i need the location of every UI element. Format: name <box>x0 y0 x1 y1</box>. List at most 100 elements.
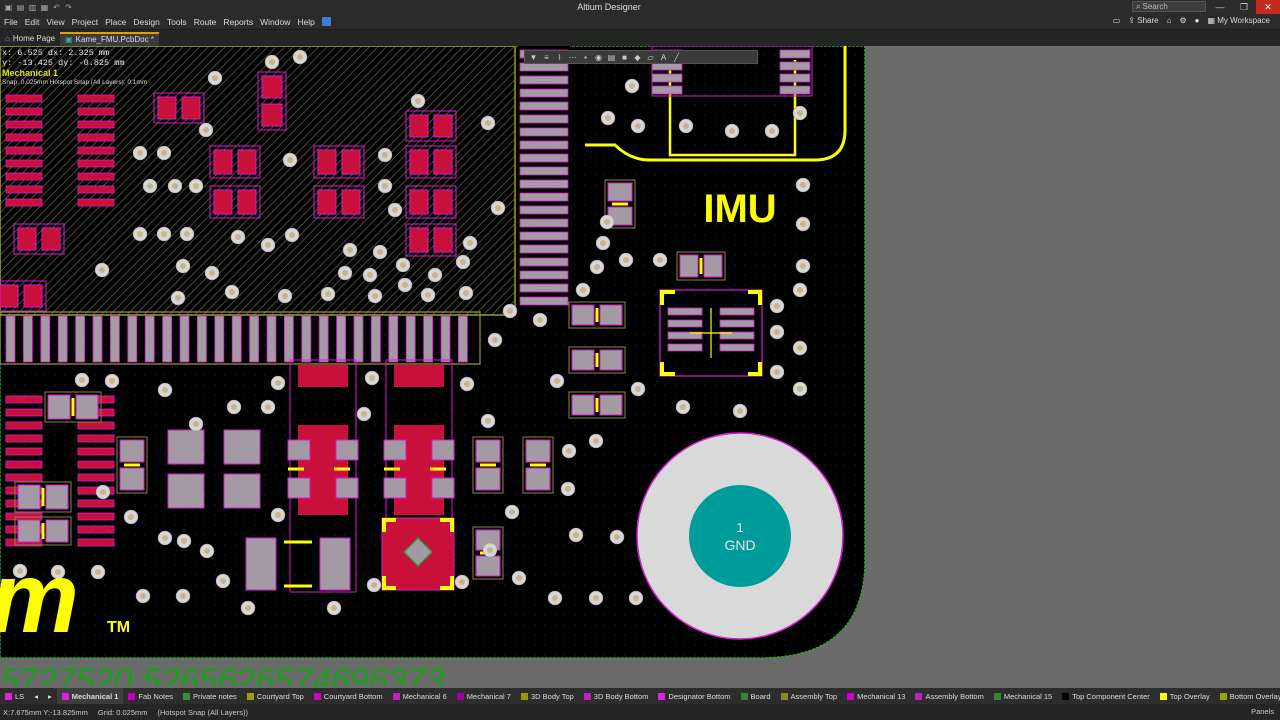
place-fill-icon[interactable]: ■ <box>622 52 627 62</box>
redo-icon[interactable]: ↷ <box>65 2 72 12</box>
via-hole <box>162 535 168 541</box>
smd-pad <box>77 434 115 443</box>
layer-scroll-right-button[interactable]: ▸ <box>47 691 52 701</box>
layer-tab[interactable]: Top Overlay <box>1155 688 1215 704</box>
smd-pad <box>341 189 361 215</box>
diff-pair-icon[interactable]: ⋯ <box>568 52 577 62</box>
smd-pad <box>213 149 233 175</box>
tab-pcb-document[interactable]: ▣ Kame_FMU.PcbDoc * <box>60 32 159 46</box>
menu-place[interactable]: Place <box>105 16 127 27</box>
connector-pin <box>144 315 155 363</box>
smd-pad <box>77 172 115 181</box>
workspace-button[interactable]: ▦ My Workspace <box>1207 16 1270 25</box>
close-button[interactable]: ✕ <box>1256 0 1280 14</box>
menu-help[interactable]: Help <box>297 16 315 27</box>
via-hole <box>325 291 331 297</box>
interactive-routing-icon[interactable]: ⌇ <box>557 52 562 62</box>
new-file-icon[interactable]: ▣ <box>4 2 13 12</box>
minimize-button[interactable]: — <box>1215 2 1225 12</box>
layer-scroll-left-button[interactable]: ◂ <box>34 691 38 701</box>
notifications-icon[interactable]: ▭ <box>1112 16 1121 25</box>
menu-reports[interactable]: Reports <box>223 16 254 27</box>
filter-icon[interactable]: ▼ <box>529 52 538 62</box>
via-hole <box>289 232 295 238</box>
footprint-outline <box>604 179 636 229</box>
smd-pad <box>181 96 201 120</box>
menu-file[interactable]: File <box>4 16 18 27</box>
panels-button[interactable]: Panels <box>1251 707 1274 716</box>
smd-pad <box>433 227 453 253</box>
layer-tab-label: Mechanical 7 <box>466 691 511 701</box>
save-icon[interactable]: ▤ <box>16 2 25 12</box>
layer-tab[interactable]: 3D Body Bottom <box>579 688 654 704</box>
layer-tab[interactable]: Courtyard Bottom <box>309 688 388 704</box>
place-region-icon[interactable]: ◆ <box>634 52 641 62</box>
smd-pad <box>431 439 455 461</box>
layer-tab[interactable]: Mechanical 1 <box>56 688 124 704</box>
layer-tab[interactable]: Bottom Overlay <box>1215 688 1280 704</box>
menu-edit[interactable]: Edit <box>24 16 40 27</box>
pcb-canvas[interactable]: IMU 1 GND m TM 5727520 5265626574696373 <box>0 46 1280 686</box>
menu-window[interactable]: Window <box>260 16 291 27</box>
via-hole <box>382 152 388 158</box>
share-button[interactable]: ⇪ Share <box>1128 16 1159 25</box>
place-line-icon[interactable]: ╱ <box>674 52 679 62</box>
place-pad-icon[interactable]: ▤ <box>607 52 616 62</box>
via-hole <box>162 387 168 393</box>
ic-pad <box>519 244 569 254</box>
layer-tab[interactable]: Board <box>736 688 776 704</box>
menu-route[interactable]: Route <box>193 16 217 27</box>
via-hole <box>737 408 743 414</box>
search-input[interactable]: ⌕ Search <box>1132 1 1206 12</box>
layer-tab[interactable]: Fab Notes <box>123 688 178 704</box>
home-icon[interactable]: ⌂ <box>1166 16 1172 25</box>
app-settings-icon[interactable] <box>321 17 331 26</box>
layer-set-label: LS <box>15 691 25 701</box>
menu-project[interactable]: Project <box>71 16 99 27</box>
layer-tab[interactable]: Private notes <box>178 688 242 704</box>
via-hole <box>492 337 498 343</box>
connector-pin <box>127 315 138 363</box>
layer-tab[interactable]: Assembly Bottom <box>910 688 988 704</box>
search-label: Search <box>1142 2 1168 11</box>
open-icon[interactable]: ▦ <box>40 2 49 12</box>
user-icon[interactable]: ● <box>1194 16 1200 25</box>
smd-pad <box>45 519 69 543</box>
via-hole <box>203 127 209 133</box>
place-component-icon[interactable]: ▪ <box>584 52 587 62</box>
menu-tools[interactable]: Tools <box>166 16 187 27</box>
layer-set-indicator[interactable]: LS <box>0 688 29 704</box>
place-via-icon[interactable]: ◉ <box>595 52 602 62</box>
route-icon[interactable]: ≡ <box>544 52 549 62</box>
layer-tab[interactable]: Mechanical 15 <box>989 688 1057 704</box>
gear-icon[interactable]: ⚙ <box>1179 16 1187 25</box>
layer-tab[interactable]: Mechanical 6 <box>388 688 452 704</box>
via-hole <box>287 157 293 163</box>
pad-net: GND <box>724 537 755 553</box>
connector-pin <box>388 315 399 363</box>
save-all-icon[interactable]: ▥ <box>28 2 37 12</box>
place-dimension-icon[interactable]: ▱ <box>647 52 654 62</box>
undo-icon[interactable]: ↶ <box>53 2 60 12</box>
via-hole <box>800 221 806 227</box>
maximize-button[interactable]: ❐ <box>1239 2 1249 12</box>
tab-home-page[interactable]: ⌂ Home Page <box>0 32 60 46</box>
layer-tab[interactable]: Top Component Center <box>1057 688 1155 704</box>
layer-tab[interactable]: 3D Body Top <box>516 688 579 704</box>
menu-view[interactable]: View <box>46 16 65 27</box>
via-hole <box>367 272 373 278</box>
gnd-mounting-pad[interactable]: 1 GND <box>636 432 844 640</box>
place-string-icon[interactable]: A <box>660 52 667 62</box>
layer-color-swatch <box>246 692 254 700</box>
layer-tab[interactable]: Designator Bottom <box>653 688 735 704</box>
layer-color-swatch <box>313 692 321 700</box>
via-hole <box>657 257 663 263</box>
layer-tab[interactable]: Mechanical 13 <box>842 688 910 704</box>
menu-design[interactable]: Design <box>133 16 160 27</box>
layer-tab[interactable]: Assembly Top <box>776 688 843 704</box>
ic-pad <box>519 114 569 124</box>
smd-pad <box>119 439 145 463</box>
layer-tab[interactable]: Courtyard Top <box>242 688 309 704</box>
layer-tab[interactable]: Mechanical 7 <box>452 688 516 704</box>
